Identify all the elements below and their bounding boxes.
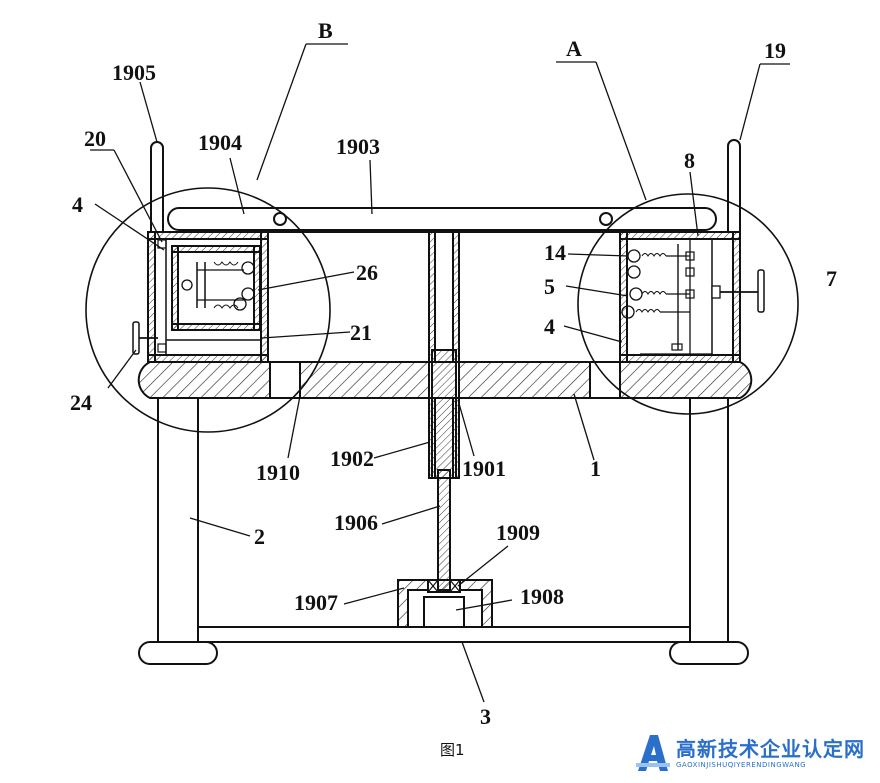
leg-left — [157, 398, 199, 642]
leader-lines — [90, 43, 790, 703]
label-3: 3 — [480, 704, 491, 729]
label-19: 19 — [764, 38, 786, 63]
watermark-title: 高新技术企业认定网 — [676, 737, 865, 761]
label-14: 14 — [544, 240, 566, 265]
right-box — [619, 231, 765, 363]
label-20: 20 — [84, 126, 106, 151]
slab-gap-right — [589, 361, 621, 399]
label-8: 8 — [684, 148, 695, 173]
label-1907: 1907 — [294, 590, 338, 615]
lift-tube-right — [452, 231, 460, 479]
top-bar — [167, 207, 717, 231]
leg-right — [689, 398, 729, 642]
foot-left — [138, 641, 218, 665]
label-5: 5 — [544, 274, 555, 299]
label-1903: 1903 — [336, 134, 380, 159]
label-1902: 1902 — [330, 446, 374, 471]
label-1904: 1904 — [198, 130, 242, 155]
handle-left — [150, 141, 164, 234]
motor — [423, 596, 465, 628]
part-labels: B A 19 1905 20 1904 1903 8 4 14 26 7 5 4… — [70, 18, 837, 729]
label-1910: 1910 — [256, 460, 300, 485]
screw-rod — [437, 469, 451, 593]
label-1905: 1905 — [112, 60, 156, 85]
foot-right — [669, 641, 749, 665]
slab-gap-left — [269, 361, 301, 399]
label-1901: 1901 — [462, 456, 506, 481]
detail-circle-b — [85, 187, 331, 433]
label-1906: 1906 — [334, 510, 378, 535]
label-b: B — [318, 18, 333, 43]
label-26: 26 — [356, 260, 378, 285]
lift-tube-left — [428, 231, 436, 479]
label-4-left: 4 — [72, 192, 83, 217]
watermark-subtitle: GAOXINJISHUQIYERENDINGWANG — [676, 761, 807, 769]
label-21: 21 — [350, 320, 372, 345]
figure-caption: 图1 — [440, 741, 465, 759]
left-box — [132, 231, 269, 363]
watermark: 高新技术企业认定网 GAOXINJISHUQIYERENDINGWANG — [636, 731, 880, 777]
detail-circle-a — [577, 193, 799, 415]
label-1: 1 — [590, 456, 601, 481]
label-7: 7 — [826, 266, 837, 291]
watermark-logo-icon — [636, 735, 670, 771]
label-4-right: 4 — [544, 314, 555, 339]
label-1909: 1909 — [496, 520, 540, 545]
label-24: 24 — [70, 390, 92, 415]
label-1908: 1908 — [520, 584, 564, 609]
label-a: A — [566, 36, 582, 61]
base-bar — [197, 626, 691, 643]
label-2: 2 — [254, 524, 265, 549]
handle-right — [727, 139, 741, 234]
